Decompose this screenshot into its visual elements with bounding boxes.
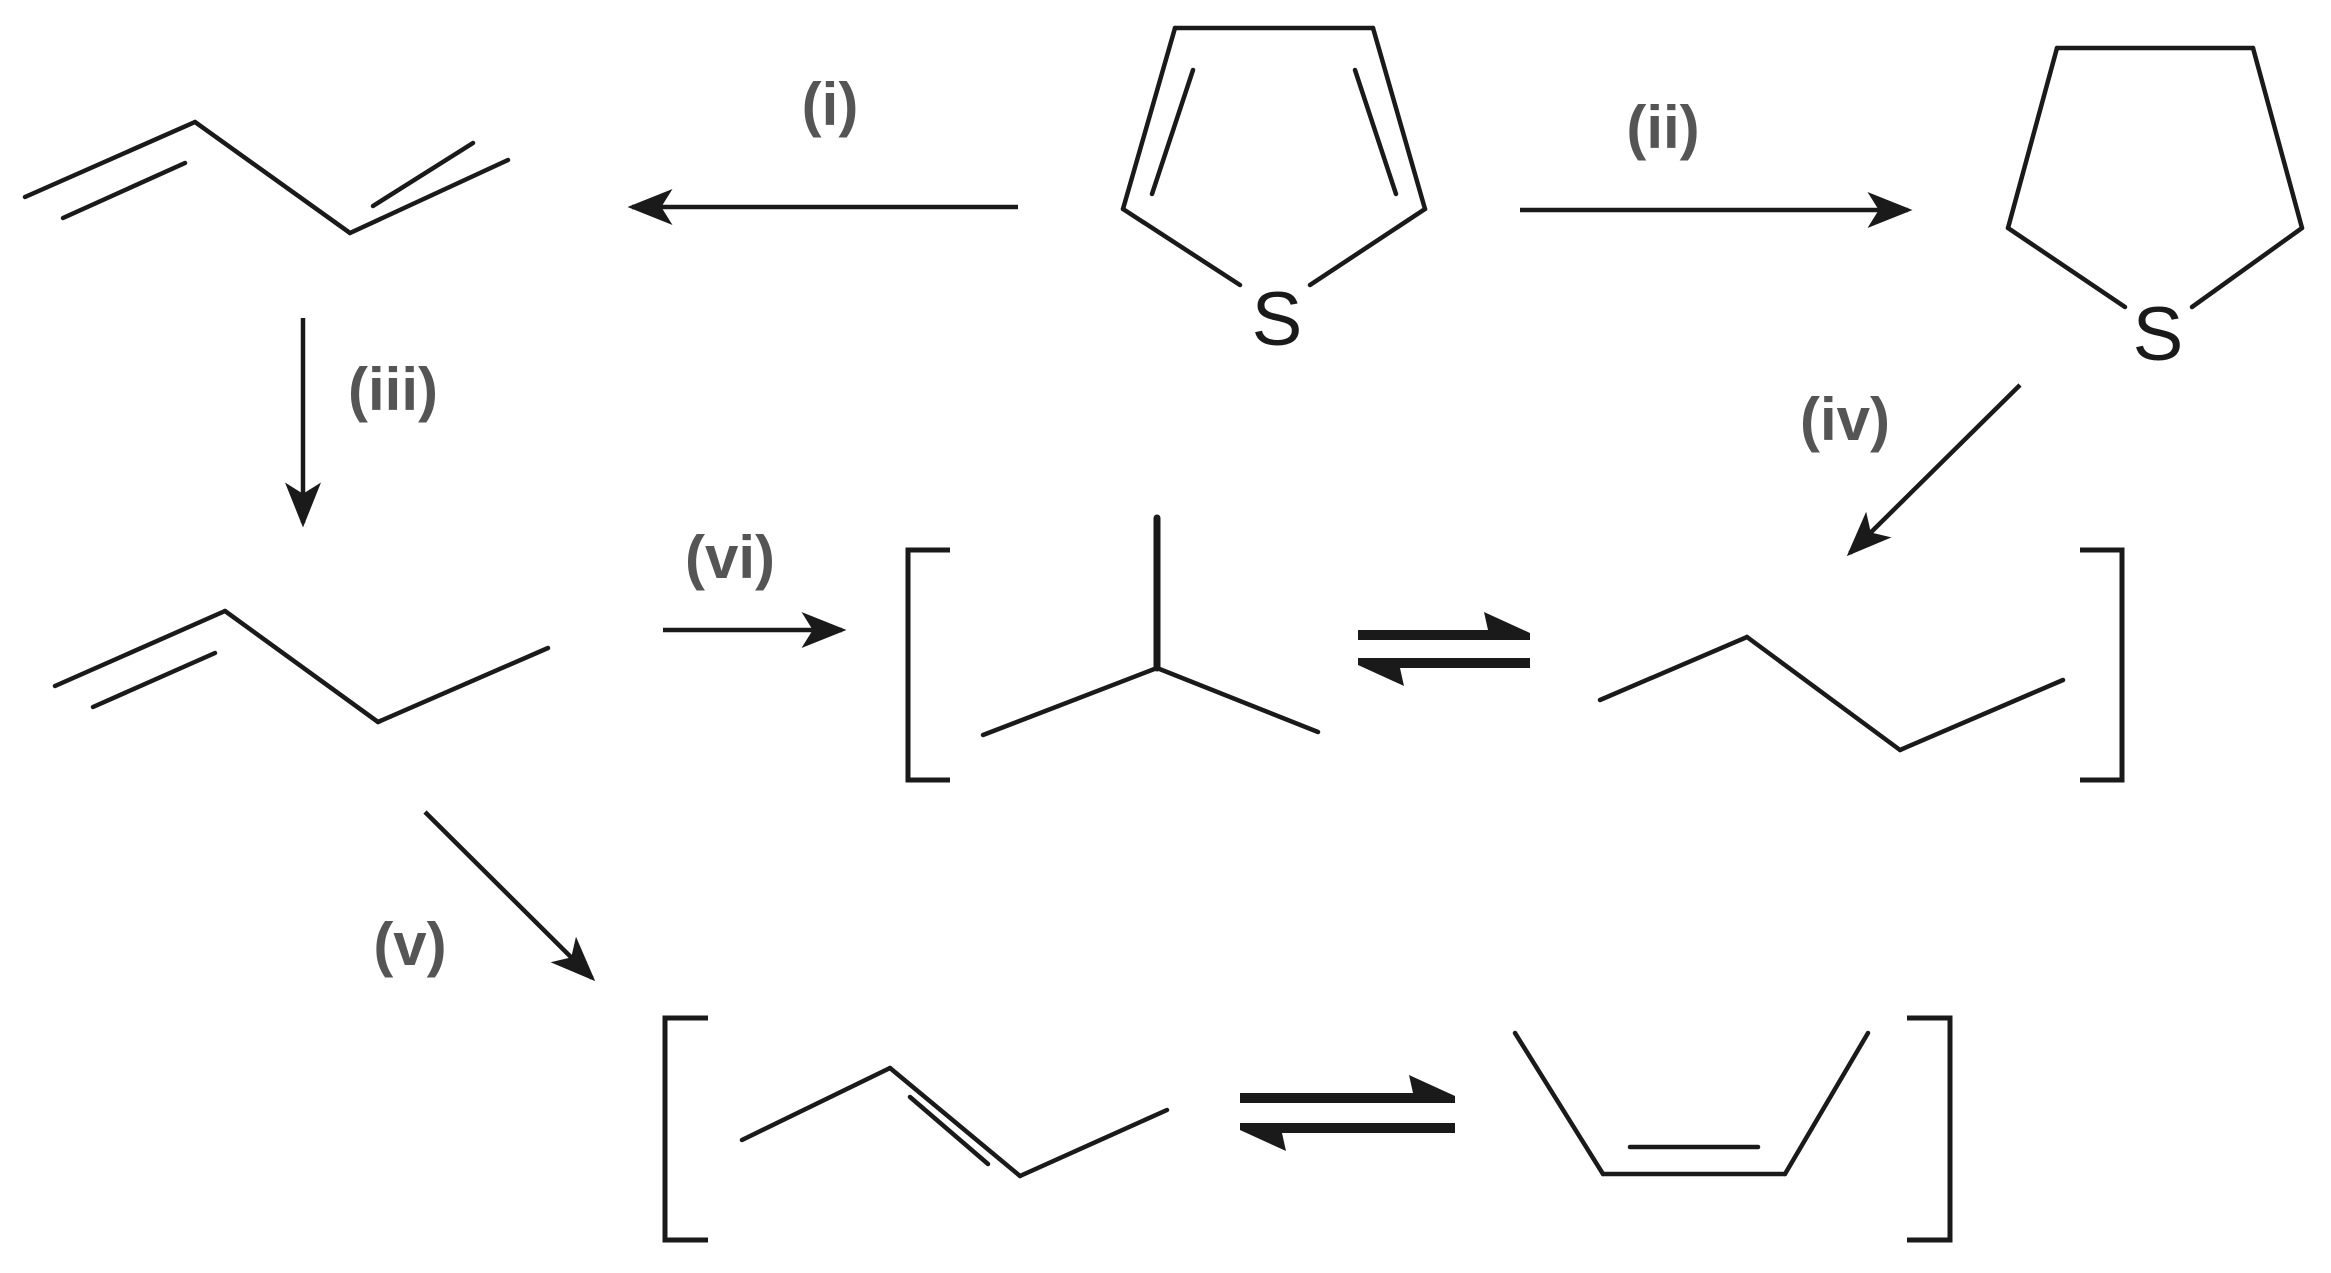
label-step-iv: (iv) xyxy=(1800,386,1890,453)
cis-2-butene-molecule xyxy=(1512,1030,1871,1177)
isobutane-molecule xyxy=(980,514,1321,738)
n-butane-molecule xyxy=(1597,634,2066,753)
label-step-i: (i) xyxy=(802,71,859,138)
bottom-product-brackets xyxy=(662,1015,1953,1243)
arrow-step-iv xyxy=(1846,383,2022,557)
tetrahydrothiophene-molecule: S xyxy=(2005,45,2305,377)
thiophene-molecule: S xyxy=(1120,25,1428,362)
equilibrium-arrows-middle xyxy=(1358,612,1530,686)
reaction-arrows xyxy=(285,189,2022,982)
bracket-right xyxy=(2080,547,2125,783)
bracket-left-bottom xyxy=(662,1015,708,1243)
middle-product-brackets xyxy=(905,547,2125,783)
label-step-ii: (ii) xyxy=(1626,94,1699,161)
arrow-step-v xyxy=(423,810,596,982)
1-butene-molecule xyxy=(52,608,551,725)
tetrahydrothiophene-sulfur-label: S xyxy=(2133,292,2184,377)
bracket-left xyxy=(905,547,950,783)
label-step-vi: (vi) xyxy=(685,524,775,591)
bracket-right-bottom xyxy=(1907,1015,1953,1243)
butadiene-molecule xyxy=(22,119,511,236)
trans-2-butene-molecule xyxy=(739,1065,1170,1179)
label-step-iii: (iii) xyxy=(348,356,438,423)
label-step-v: (v) xyxy=(373,911,446,978)
step-labels: (i) (ii) (iii) (iv) (v) (vi) xyxy=(348,71,1890,978)
thiophene-sulfur-label: S xyxy=(1252,277,1303,362)
equilibrium-arrows-bottom xyxy=(1240,1075,1455,1151)
